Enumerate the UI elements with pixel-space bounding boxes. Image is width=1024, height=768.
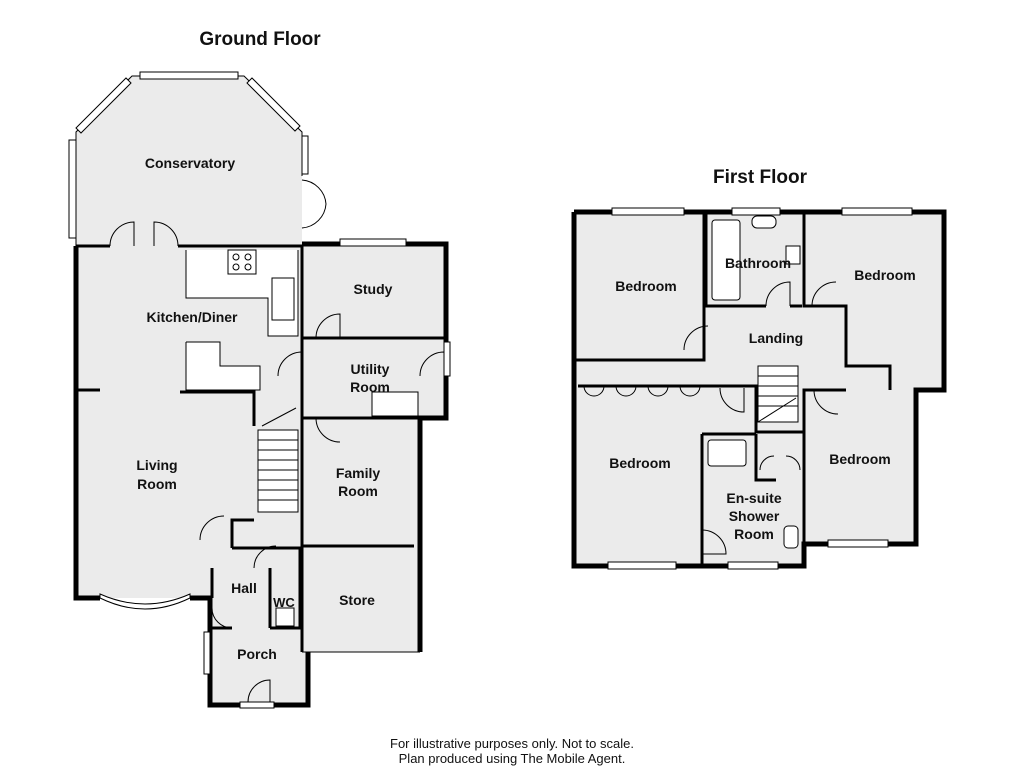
- utility-sink: [371, 391, 419, 417]
- room-label-utility-line2: Room: [350, 379, 390, 395]
- ensuite-door: [701, 529, 727, 555]
- staircase: [257, 429, 299, 513]
- room-label-ensuite-line3: Room: [734, 526, 774, 542]
- wc-door: [253, 545, 277, 569]
- study-window: [339, 238, 407, 247]
- room-label-ensuite-line1: En-suite: [726, 490, 781, 506]
- room-label-store: Store: [339, 592, 375, 608]
- disclaimer-line-2: Plan produced using The Mobile Agent.: [398, 751, 626, 766]
- conservatory-window: [301, 135, 309, 175]
- wc-toilet: [275, 607, 295, 627]
- stair-treads: [258, 439, 298, 501]
- room-label-landing: Landing: [749, 330, 803, 346]
- bedroom-door: [683, 325, 709, 351]
- study-door: [315, 313, 341, 339]
- utility-window: [443, 341, 451, 377]
- first-floor-title: First Floor: [713, 167, 808, 188]
- bathroom-window: [731, 207, 781, 216]
- hob-ring: [244, 253, 252, 261]
- bath: [711, 219, 741, 301]
- family-room-door: [315, 417, 341, 443]
- conservatory-window: [68, 139, 77, 239]
- landing-wall: [704, 384, 846, 434]
- bathroom-door: [765, 281, 791, 307]
- room-label-ensuite-line2: Shower: [729, 508, 780, 524]
- bedroom-window: [827, 539, 889, 548]
- kitchen-worktop: [185, 250, 299, 337]
- conservatory-window: [139, 71, 239, 80]
- room-label-bedroom: Bedroom: [829, 451, 890, 467]
- ground-floor-title: Ground Floor: [199, 29, 321, 50]
- stair-treads: [758, 375, 798, 407]
- stair-rail: [261, 407, 297, 427]
- conservatory-door: [301, 179, 327, 229]
- porch-door: [211, 607, 233, 629]
- room-label-kitchen-diner: Kitchen/Diner: [146, 309, 238, 325]
- french-doors: [109, 221, 179, 247]
- wardrobe-doors: [583, 385, 701, 397]
- room-label-bathroom: Bathroom: [725, 255, 791, 271]
- conservatory-window: [75, 77, 132, 134]
- bedroom-door: [811, 281, 837, 307]
- bedroom-window: [611, 207, 685, 216]
- shower-tray: [707, 439, 747, 467]
- bedroom-door: [719, 387, 745, 413]
- ground-floor-plan: Ground Floor: [68, 29, 451, 709]
- utility-door: [277, 351, 303, 377]
- disclaimer-line-1: For illustrative purposes only. Not to s…: [390, 736, 634, 751]
- front-door: [247, 679, 271, 703]
- room-label-study: Study: [354, 281, 393, 297]
- bathroom-wall: [704, 212, 766, 308]
- front-door-step: [239, 701, 275, 709]
- bedroom-wall: [802, 212, 892, 390]
- conservatory-window: [246, 77, 301, 132]
- hob-ring: [244, 263, 252, 271]
- room-label-bedroom: Bedroom: [615, 278, 676, 294]
- interior-wall: [180, 390, 256, 426]
- hob: [227, 249, 257, 275]
- kitchen-sink: [271, 277, 295, 321]
- staircase: [757, 365, 799, 423]
- plan-disclaimer: For illustrative purposes only. Not to s…: [0, 736, 1024, 766]
- hob-ring: [232, 263, 240, 271]
- porch-window: [203, 631, 211, 675]
- room-label-utility-line1: Utility: [351, 361, 390, 377]
- room-label-hall: Hall: [231, 580, 257, 596]
- kitchen-unit: [185, 341, 261, 391]
- cupboard-doors: [759, 455, 801, 471]
- first-floor-plan: First Floor: [571, 167, 947, 570]
- room-label-bedroom: Bedroom: [609, 455, 670, 471]
- stair-rail: [757, 397, 797, 423]
- room-label-conservatory: Conservatory: [145, 155, 235, 171]
- utility-door: [419, 351, 445, 377]
- room-label-family-line2: Room: [338, 483, 378, 499]
- ensuite-basin: [783, 525, 799, 549]
- ensuite-cupboard: [754, 434, 776, 482]
- room-label-wc: WC: [273, 595, 295, 610]
- room-label-porch: Porch: [237, 646, 277, 662]
- hob-ring: [232, 253, 240, 261]
- ground-floor-exterior-wall: [190, 595, 311, 708]
- ensuite-window: [727, 561, 779, 570]
- room-label-family-line1: Family: [336, 465, 381, 481]
- bathroom-toilet: [785, 245, 801, 265]
- bedroom-window: [607, 561, 677, 570]
- interior-wall: [230, 518, 254, 548]
- bedroom-window: [841, 207, 913, 216]
- bedroom-door: [813, 389, 839, 415]
- ground-floor-area: [76, 76, 446, 705]
- room-label-living-line2: Room: [137, 476, 177, 492]
- bedroom-wall: [574, 212, 706, 362]
- room-label-bedroom: Bedroom: [854, 267, 915, 283]
- room-label-living-line1: Living: [136, 457, 177, 473]
- living-room-door: [199, 515, 225, 541]
- living-room-bay-window: [99, 593, 191, 610]
- basin: [751, 215, 777, 229]
- ground-floor-exterior-wall: [73, 246, 100, 601]
